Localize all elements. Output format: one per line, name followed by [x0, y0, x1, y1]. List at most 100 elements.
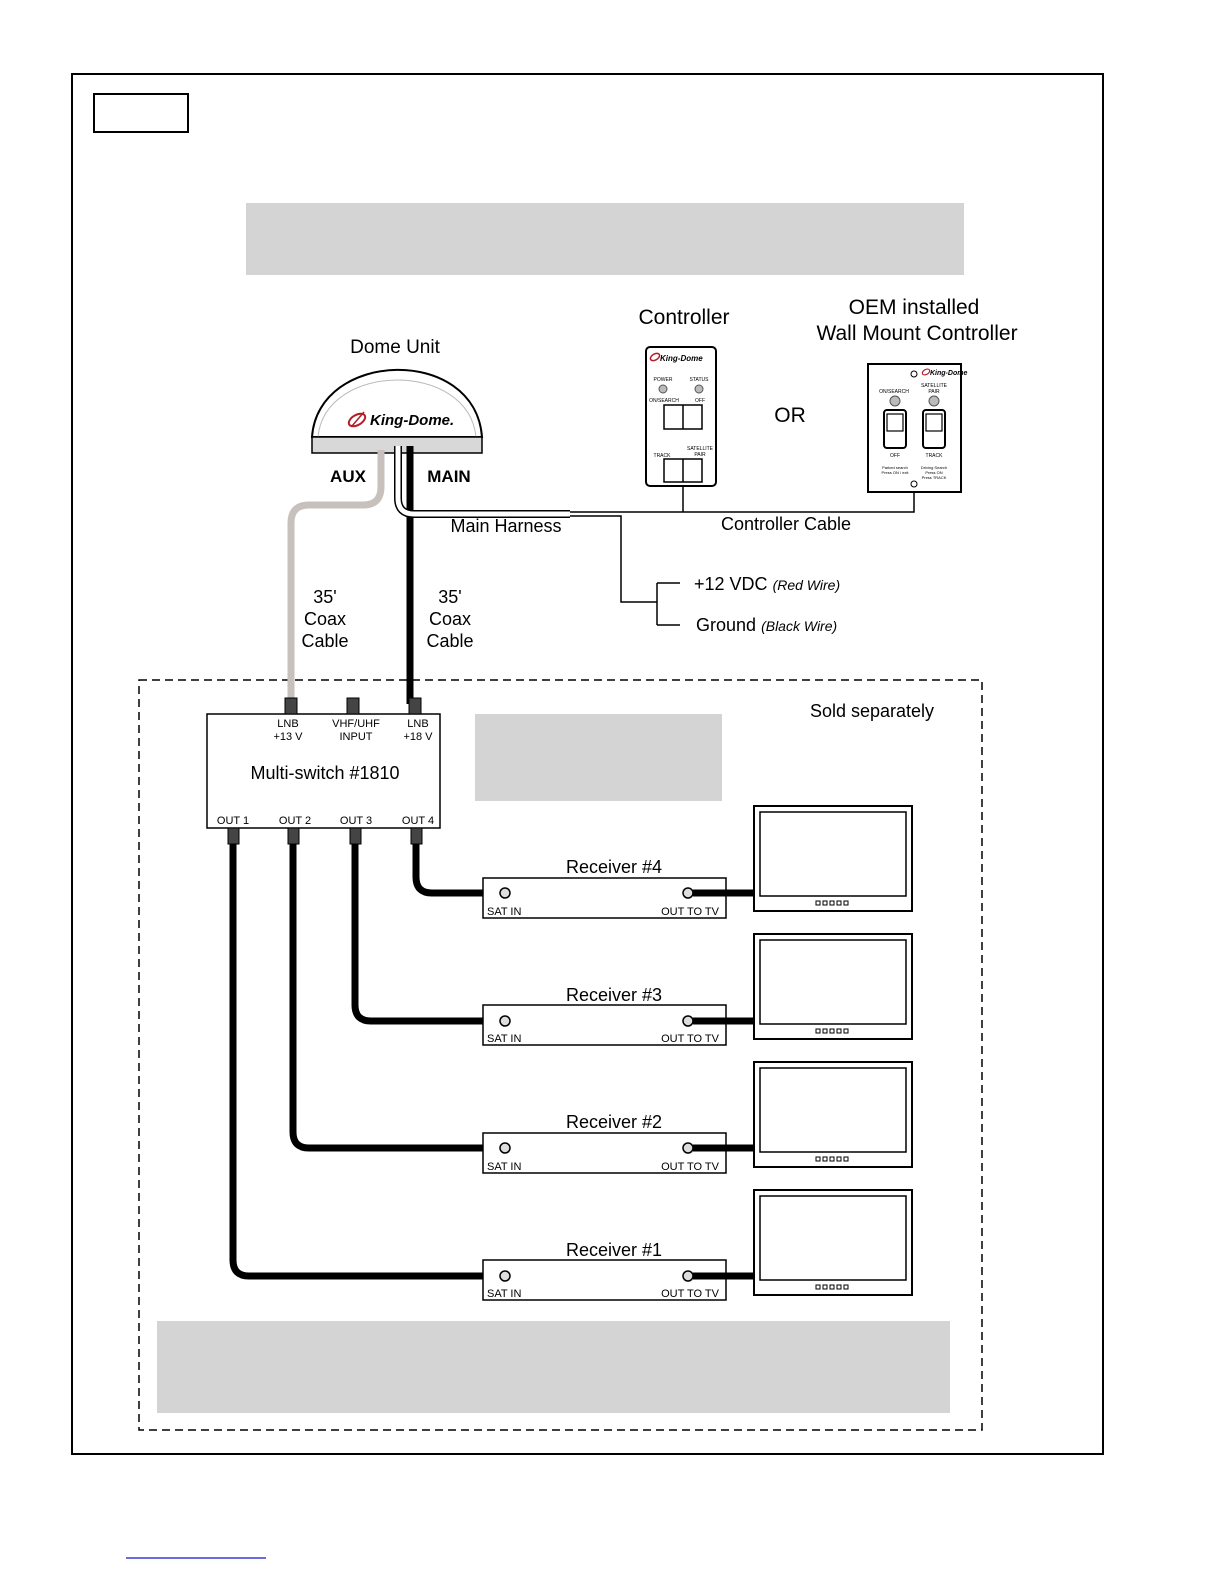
- power-led-icon: [658, 384, 668, 394]
- power-wires: [570, 515, 680, 626]
- receiver-3-sat-in-connector-icon: [499, 1015, 511, 1027]
- main-harness-label: Main Harness: [450, 516, 561, 536]
- wall-status-led-icon: [928, 395, 940, 407]
- input-2-line2: INPUT: [340, 731, 373, 743]
- wall-off-label: OFF: [890, 453, 900, 459]
- receiver-1-sat-in-connector-icon: [499, 1270, 511, 1282]
- controller-status-label: STATUS: [690, 377, 710, 383]
- multiswitch: LNB +13 V VHF/UHF INPUT LNB +18 V Multi-…: [206, 697, 441, 845]
- dome-brand: King-Dome.: [370, 412, 454, 429]
- wall-on-search-label: ON/SEARCH: [879, 389, 909, 395]
- footer-gray-box: [157, 1321, 950, 1413]
- input-1-line2: +13 V: [273, 731, 303, 743]
- wall-power-led-icon: [889, 395, 901, 407]
- tv-2-screen: [759, 1067, 907, 1153]
- out-3-label: OUT 3: [340, 815, 372, 827]
- wall-controller-title-line1: OEM installed: [849, 296, 980, 319]
- wall-left-note-1: Parked search: [882, 465, 908, 470]
- tv-1-buttons-icon: [815, 1284, 849, 1290]
- lnb-18v-connector-icon: [408, 697, 422, 715]
- out-3-connector-icon: [349, 827, 362, 845]
- receiver-1-out-connector-icon: [682, 1270, 694, 1282]
- input-3-line1: LNB: [407, 718, 428, 730]
- vhf-uhf-connector-icon: [346, 697, 360, 715]
- receiver-2-sat-in-connector-icon: [499, 1142, 511, 1154]
- receiver-2: Receiver #2 SAT IN OUT TO TV: [482, 1112, 727, 1174]
- receiver-1: Receiver #1 SAT IN OUT TO TV: [482, 1240, 727, 1301]
- receiver-1-sat-in-label: SAT IN: [487, 1288, 521, 1300]
- receiver-3-out-connector-icon: [682, 1015, 694, 1027]
- controller-track-label: TRACK: [654, 453, 672, 459]
- controller-brand: King-Dome: [660, 354, 703, 363]
- main-coax-label: 35' Coax Cable: [426, 587, 473, 651]
- svg-text:Cable: Cable: [301, 631, 348, 651]
- receiver-3-out-label: OUT TO TV: [661, 1033, 720, 1045]
- dome-unit: Dome Unit King-Dome. AUX MAIN: [310, 337, 484, 486]
- svg-text:Coax: Coax: [429, 609, 471, 629]
- aux-coax-label: 35' Coax Cable: [301, 587, 348, 651]
- sold-separately-label: Sold separately: [810, 701, 934, 721]
- aux-port-label: AUX: [330, 467, 367, 486]
- tv-4: [753, 805, 913, 912]
- king-dome-logo-icon: [347, 411, 367, 428]
- wall-pair-label: PAIR: [928, 389, 940, 395]
- figure-label-box: [93, 93, 189, 133]
- wall-controller-brand: King-Dome: [930, 370, 967, 377]
- wall-mount-controller: OEM installed Wall Mount Controller King…: [816, 296, 1018, 493]
- tv-1-screen: [759, 1195, 907, 1281]
- receiver-2-out-label: OUT TO TV: [661, 1161, 720, 1173]
- receiver-1-name: Receiver #1: [566, 1240, 662, 1260]
- receiver-3: Receiver #3 SAT IN OUT TO TV: [482, 985, 727, 1046]
- main-harness-outline: [394, 446, 570, 518]
- tv-4-screen: [759, 811, 907, 897]
- input-1-line1: LNB: [277, 718, 298, 730]
- controller-title: Controller: [638, 306, 729, 329]
- receiver-4: Receiver #4 SAT IN OUT TO TV: [482, 857, 727, 919]
- svg-text:35': 35': [438, 587, 461, 607]
- svg-text:35': 35': [313, 587, 336, 607]
- tv-1: [753, 1189, 913, 1296]
- wall-track-label: TRACK: [926, 453, 944, 459]
- out-2-label: OUT 2: [279, 815, 311, 827]
- controller-satellite-label: SATELLITE: [687, 446, 714, 452]
- wall-satellite-label: SATELLITE: [921, 383, 948, 389]
- dome-unit-title: Dome Unit: [350, 337, 440, 358]
- middle-gray-box: [475, 714, 722, 801]
- output-cables: [229, 844, 503, 1280]
- wall-left-note-2: Press ON / exit: [882, 470, 910, 475]
- wall-right-note-1: Driving Search: [921, 465, 947, 470]
- receiver-3-name: Receiver #3: [566, 985, 662, 1005]
- wall-controller-title-line2: Wall Mount Controller: [816, 322, 1017, 345]
- controller: Controller King-Dome POWER STATUS ON/SEA…: [638, 306, 730, 487]
- out-1-cable: [229, 844, 503, 1280]
- main-port-label: MAIN: [427, 467, 470, 486]
- receiver-2-name: Receiver #2: [566, 1112, 662, 1132]
- header-gray-box: [246, 203, 964, 275]
- out-2-connector-icon: [287, 827, 300, 845]
- aux-coax-cable: [287, 450, 385, 704]
- wall-right-note-2: Press ON: [925, 470, 942, 475]
- receiver-4-sat-in-connector-icon: [499, 887, 511, 899]
- multiswitch-body: [206, 713, 441, 829]
- out-2-cable: [289, 844, 503, 1152]
- power-positive-label: +12 VDC (Red Wire): [694, 574, 840, 594]
- svg-text:Cable: Cable: [426, 631, 473, 651]
- tv-3-buttons-icon: [815, 1028, 849, 1034]
- receiver-2-sat-in-label: SAT IN: [487, 1161, 521, 1173]
- controller-off-label: OFF: [695, 398, 705, 404]
- receiver-4-name: Receiver #4: [566, 857, 662, 877]
- power-ground-label: Ground (Black Wire): [696, 615, 837, 635]
- controller-on-search-label: ON/SEARCH: [649, 398, 679, 404]
- controller-pair-label: PAIR: [694, 452, 706, 458]
- receiver-4-out-label: OUT TO TV: [661, 906, 720, 918]
- tv-3: [753, 933, 913, 1040]
- sold-separately-region: [138, 679, 983, 1431]
- multiswitch-title: Multi-switch #1810: [250, 763, 399, 783]
- out-1-connector-icon: [227, 827, 240, 845]
- out-4-label: OUT 4: [402, 815, 434, 827]
- dome-shell: [310, 368, 484, 438]
- svg-text:Coax: Coax: [304, 609, 346, 629]
- page-frame: [71, 73, 1104, 1455]
- tv-4-buttons-icon: [815, 900, 849, 906]
